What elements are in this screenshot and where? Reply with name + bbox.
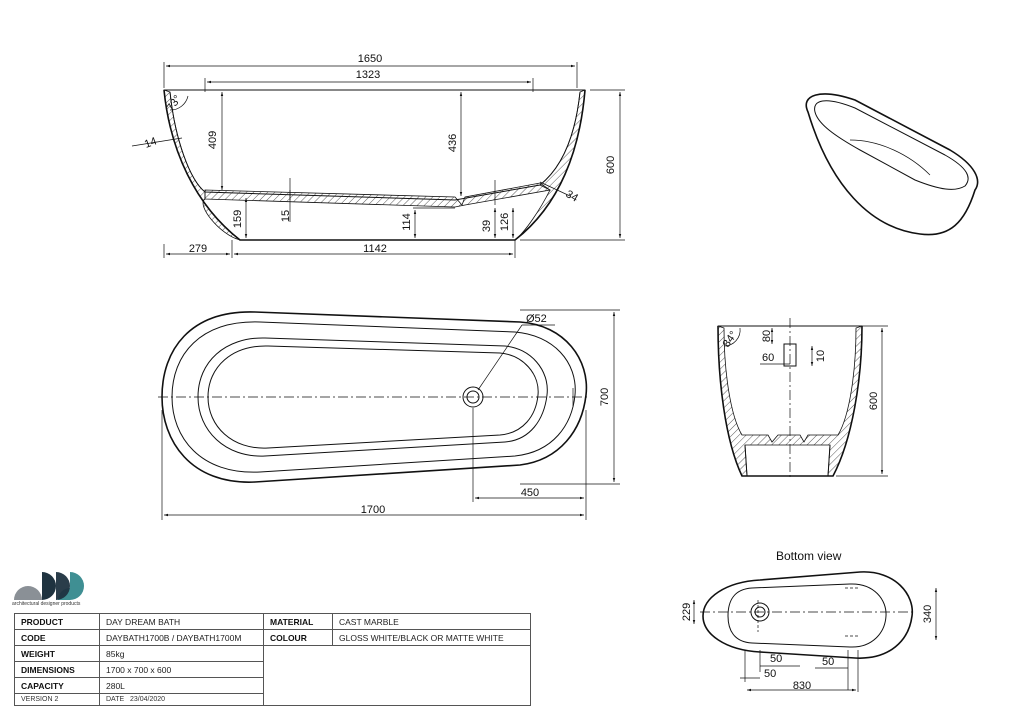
dim-1142: 1142 <box>363 243 387 255</box>
dimensions-value: 1700 x 700 x 600 <box>99 661 264 678</box>
date-label: DATE <box>106 696 125 703</box>
material-label: MATERIAL <box>263 613 333 630</box>
dim-depth-436: 436 <box>447 134 459 152</box>
dim-159: 159 <box>232 210 244 228</box>
dim-80: 80 <box>761 330 773 342</box>
spec-row: VERSION 2 DATE 23/04/2020 <box>14 693 531 706</box>
dim-229: 229 <box>681 603 693 621</box>
dim-50-b: 50 <box>822 656 834 668</box>
capacity-label: CAPACITY <box>14 677 100 694</box>
dim-39: 39 <box>481 220 493 232</box>
spec-row: CODE DAYBATH1700B / DAYBATH1700M COLOUR … <box>14 629 531 646</box>
dim-114: 114 <box>401 213 413 231</box>
spec-row: WEIGHT 85kg <box>14 645 531 706</box>
weight-label: WEIGHT <box>14 645 100 662</box>
perspective-sketch <box>805 93 979 236</box>
date-cell: DATE 23/04/2020 <box>99 693 264 706</box>
dim-floor-15: 15 <box>280 210 292 222</box>
dim-wall-14: 14 <box>143 135 159 150</box>
dim-length-1700: 1700 <box>361 504 385 516</box>
dim-279: 279 <box>189 243 207 255</box>
dim-drain-offset-450: 450 <box>521 487 539 499</box>
dim-end-height-600: 600 <box>868 392 880 410</box>
dim-drain-diameter: Ø52 <box>526 313 547 325</box>
dim-overall-top-length: 1650 <box>358 53 382 65</box>
version-label: VERSION 2 <box>14 693 100 706</box>
dim-50-a: 50 <box>770 653 782 665</box>
dim-830: 830 <box>793 680 811 692</box>
dim-depth-409: 409 <box>207 131 219 149</box>
dim-340: 340 <box>922 605 934 623</box>
product-value: DAY DREAM BATH <box>99 613 264 630</box>
end-view: 84° 80 60 10 600 <box>717 318 888 480</box>
bottom-view-title: Bottom view <box>776 549 842 563</box>
bottom-view: Bottom view 229 340 50 50 50 830 <box>681 549 938 692</box>
dim-10: 10 <box>815 350 827 362</box>
colour-label: COLOUR <box>263 629 333 646</box>
spec-row: PRODUCT DAY DREAM BATH MATERIAL CAST MAR… <box>14 613 531 630</box>
brand-logo <box>14 572 84 600</box>
spec-table: PRODUCT DAY DREAM BATH MATERIAL CAST MAR… <box>14 613 531 706</box>
spec-blank-cell <box>263 645 531 706</box>
plan-view: Ø52 700 450 1700 <box>158 309 620 520</box>
dim-height-600: 600 <box>605 156 617 174</box>
date-value: 23/04/2020 <box>130 696 166 703</box>
product-label: PRODUCT <box>14 613 100 630</box>
dim-width-700: 700 <box>599 388 611 406</box>
material-value: CAST MARBLE <box>332 613 531 630</box>
colour-value: GLOSS WHITE/BLACK OR MATTE WHITE <box>332 629 531 646</box>
dim-inner-length: 1323 <box>356 69 380 81</box>
dim-60: 60 <box>762 352 774 364</box>
side-view: 1650 1323 409 436 600 73° 14 34 15 159 1 <box>131 53 625 258</box>
dim-wall-34: 34 <box>564 188 581 205</box>
code-label: CODE <box>14 629 100 646</box>
dim-126: 126 <box>499 213 511 231</box>
logo-caption: architectural designer products <box>12 601 81 607</box>
dimensions-label: DIMENSIONS <box>14 661 100 678</box>
code-value: DAYBATH1700B / DAYBATH1700M <box>99 629 264 646</box>
capacity-value: 280L <box>99 677 264 694</box>
weight-value: 85kg <box>99 645 264 662</box>
dim-50-c: 50 <box>764 668 776 680</box>
